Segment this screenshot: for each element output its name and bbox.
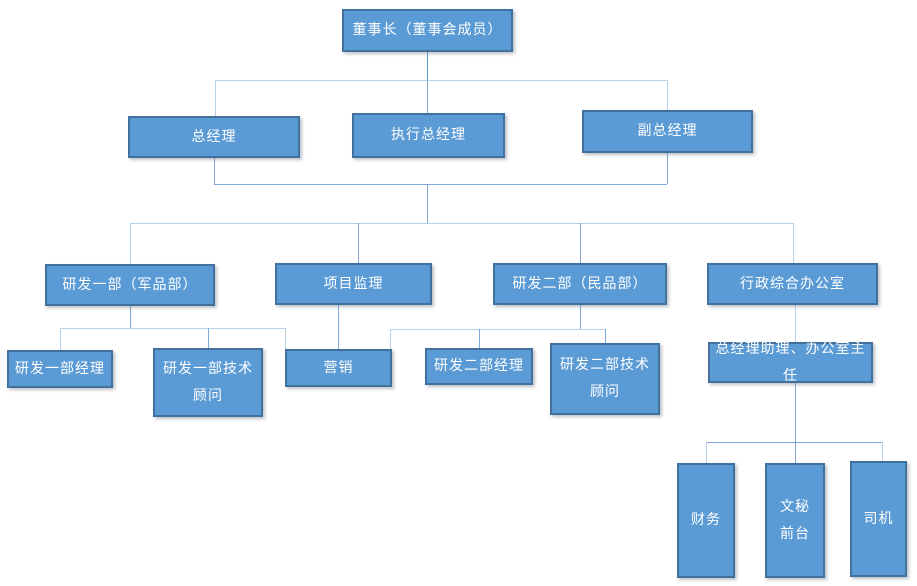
org-node-finance: 财务 [677, 463, 735, 578]
connector-line [706, 442, 707, 463]
connector-line [793, 223, 794, 263]
connector-line [208, 328, 209, 348]
connector-line [390, 329, 605, 330]
connector-line [795, 305, 796, 342]
connector-line [285, 328, 286, 349]
org-node-rd2: 研发二部（民品部） [493, 263, 667, 305]
org-node-rd2tech: 研发二部技术 顾问 [550, 343, 660, 415]
org-node-secretary: 文秘 前台 [765, 463, 825, 578]
connector-line [427, 52, 428, 80]
connector-line [130, 223, 793, 224]
connector-line [130, 223, 131, 264]
connector-line [667, 80, 668, 110]
connector-line [390, 329, 391, 349]
org-node-chairman: 董事长（董事会成员） [342, 9, 513, 52]
org-node-driver: 司机 [850, 461, 907, 577]
org-node-marketing: 营销 [285, 349, 392, 387]
connector-line [706, 442, 882, 443]
connector-line [358, 223, 359, 263]
connector-line [580, 305, 581, 329]
org-node-admin: 行政综合办公室 [707, 263, 878, 305]
org-node-gmassist: 总经理助理、办公室主任 [708, 341, 873, 384]
org-node-pm: 项目监理 [275, 263, 432, 305]
connector-line [667, 153, 668, 184]
connector-line [427, 80, 428, 113]
connector-line [605, 329, 606, 343]
connector-line [214, 184, 667, 185]
connector-line [60, 328, 285, 329]
connector-line [60, 328, 61, 350]
connector-line [215, 80, 667, 81]
connector-line [215, 80, 216, 116]
connector-line [882, 442, 883, 461]
connector-line [214, 158, 215, 184]
org-node-dgm: 副总经理 [582, 110, 753, 153]
org-node-rd2mgr: 研发二部经理 [425, 348, 533, 385]
connector-line [338, 305, 339, 349]
org-node-rd1tech: 研发一部技术 顾问 [153, 348, 263, 417]
org-node-rd1: 研发一部（军品部） [45, 264, 215, 306]
connector-line [580, 223, 581, 263]
org-node-rd1mgr: 研发一部经理 [7, 350, 113, 388]
connector-line [427, 184, 428, 223]
connector-line [479, 329, 480, 348]
org-node-egm: 执行总经理 [352, 113, 505, 158]
connector-line [130, 306, 131, 328]
org-node-gm: 总经理 [128, 116, 300, 158]
connector-line [795, 383, 796, 442]
connector-line [795, 442, 796, 463]
